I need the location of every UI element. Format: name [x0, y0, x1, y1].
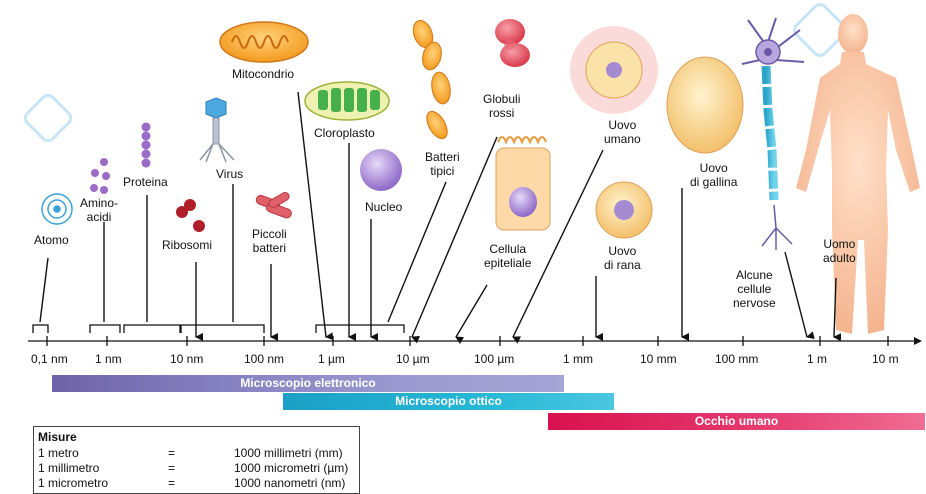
range-bar-optical-microscope: Microscopio ottico — [283, 393, 614, 410]
tick-label: 1 m — [807, 352, 827, 366]
label-globuli-rossi: Globuli rossi — [483, 92, 520, 120]
arrow-cellule-nervose — [785, 252, 807, 337]
measure-unit: 1 micrometro — [38, 476, 108, 490]
label-piccoli-batteri: Piccoli batteri — [252, 227, 287, 255]
tick-label: 1 nm — [95, 352, 122, 366]
tick-label: 100 nm — [244, 352, 284, 366]
atom-icon — [42, 194, 72, 224]
tick-label: 1 µm — [318, 352, 345, 366]
epithelial-cell-icon — [496, 137, 550, 230]
label-ribosomi: Ribosomi — [162, 238, 212, 252]
label-cellula-epiteliale: Cellula epiteliale — [484, 242, 531, 270]
small-bacteria-icon — [255, 191, 293, 219]
label-proteina: Proteina — [123, 175, 168, 189]
arrow-atomo — [40, 258, 48, 322]
virus-icon — [200, 98, 234, 162]
nucleus-icon — [360, 149, 402, 191]
tick-label: 10 µm — [396, 352, 430, 366]
label-mitocondrio: Mitocondrio — [232, 67, 294, 81]
label-batteri-tipici: Batteri tipici — [425, 150, 460, 178]
mitochondrion-icon — [220, 22, 308, 62]
chicken-egg-icon — [667, 57, 743, 153]
measures-title: Misure — [38, 430, 77, 444]
measures-box: Misure 1 metro = 1000 millimetri (mm) 1 … — [33, 426, 360, 494]
chloroplast-icon — [305, 82, 389, 120]
amino-acids-icon — [90, 158, 110, 194]
measure-equals: = — [168, 476, 175, 490]
measure-value: 1000 millimetri (mm) — [234, 446, 343, 460]
tick-label: 10 m — [872, 352, 899, 366]
human-adult-icon — [796, 14, 920, 334]
label-uovo-rana: Uovo di rana — [604, 244, 641, 272]
human-egg-icon — [570, 26, 658, 114]
arrow-cellula-epiteliale — [456, 285, 487, 337]
label-aminoacidi: Amino- acidi — [80, 196, 118, 224]
tick-label: 0,1 nm — [31, 352, 68, 366]
frog-egg-icon — [596, 182, 652, 238]
range-bar-electron-microscope: Microscopio elettronico — [52, 375, 564, 392]
label-uovo-gallina: Uovo di gallina — [690, 161, 737, 189]
measure-equals: = — [168, 461, 175, 475]
nerve-cell-icon — [742, 18, 804, 250]
label-cloroplasto: Cloroplasto — [314, 126, 375, 140]
typical-bacteria-icon — [410, 18, 453, 142]
range-bar-human-eye: Occhio umano — [548, 413, 925, 430]
ribosomes-icon — [176, 199, 205, 232]
tick-label: 1 mm — [563, 352, 593, 366]
measure-unit: 1 metro — [38, 446, 79, 460]
measure-unit: 1 millimetro — [38, 461, 99, 475]
label-virus: Virus — [216, 167, 243, 181]
label-uomo-adulto: Uomo adulto — [823, 237, 856, 265]
tick-label: 10 mm — [640, 352, 677, 366]
label-cellule-nervose: Alcune cellule nervose — [733, 268, 776, 310]
tick-label: 100 mm — [715, 352, 758, 366]
measure-equals: = — [168, 446, 175, 460]
measure-value: 1000 nanometri (nm) — [234, 476, 345, 490]
protein-icon — [142, 123, 151, 168]
red-blood-cells-icon — [495, 19, 530, 67]
label-atomo: Atomo — [34, 233, 69, 247]
tick-label: 10 nm — [170, 352, 203, 366]
label-nucleo: Nucleo — [365, 200, 402, 214]
label-uovo-umano: Uovo umano — [604, 118, 641, 146]
scale-axis — [28, 336, 920, 346]
tick-label: 100 µm — [474, 352, 514, 366]
measure-value: 1000 micrometri (µm) — [234, 461, 348, 475]
